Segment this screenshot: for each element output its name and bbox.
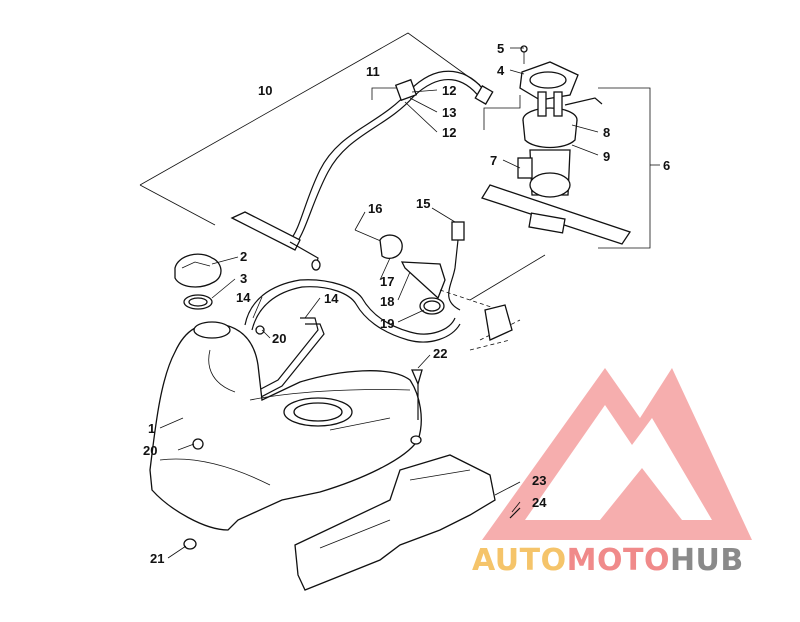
fuel-tank (149, 321, 422, 531)
callout-8: 8 (603, 125, 610, 140)
callout-14-left: 14 (236, 290, 251, 305)
callout-22: 22 (433, 346, 447, 361)
callout-16: 16 (368, 201, 382, 216)
leader-lines (159, 47, 599, 559)
callout-13: 13 (442, 105, 456, 120)
sensor-bracket-group (354, 221, 521, 351)
callout-9: 9 (603, 149, 610, 164)
callout-10: 10 (258, 83, 272, 98)
heat-shield (294, 454, 496, 591)
callout-1: 1 (148, 421, 155, 436)
callout-11: 11 (366, 64, 380, 79)
fuel-pump-assembly (481, 49, 632, 245)
vent-hose-assembly (230, 70, 494, 271)
callout-23: 23 (532, 473, 546, 488)
svg-text:AUTOMOTOHUB: AUTOMOTOHUB (472, 543, 744, 578)
group-bracket-10 (139, 32, 481, 186)
callout-labels: 1 2 3 4 5 6 7 8 9 10 11 12 12 13 14 14 1… (143, 41, 670, 566)
callout-7: 7 (490, 153, 497, 168)
callout-15: 15 (416, 196, 430, 211)
logo-word-hub: HUB (670, 543, 744, 578)
callout-24: 24 (532, 495, 547, 510)
logo-word-auto: AUTO (472, 543, 567, 578)
callout-21: 21 (150, 551, 164, 566)
callout-12-lower: 12 (442, 125, 456, 140)
callout-2: 2 (240, 249, 247, 264)
callout-4: 4 (497, 63, 505, 78)
callout-6: 6 (663, 158, 670, 173)
callout-12-upper: 12 (442, 83, 456, 98)
callout-20-lower: 20 (143, 443, 157, 458)
fasteners (183, 45, 528, 550)
logo-word-moto: MOTO (567, 543, 670, 578)
callout-20-upper: 20 (272, 331, 286, 346)
callout-3: 3 (240, 271, 247, 286)
logo-triangle-mark (482, 368, 752, 540)
group-bracket-6 (598, 87, 651, 249)
watermark-logo: AUTOMOTOHUB (472, 368, 752, 578)
callout-5: 5 (497, 41, 504, 56)
callout-14-right: 14 (324, 291, 339, 306)
callout-18: 18 (380, 294, 394, 309)
callout-17: 17 (380, 274, 394, 289)
callout-19: 19 (380, 316, 394, 331)
fuel-cap (174, 253, 222, 310)
